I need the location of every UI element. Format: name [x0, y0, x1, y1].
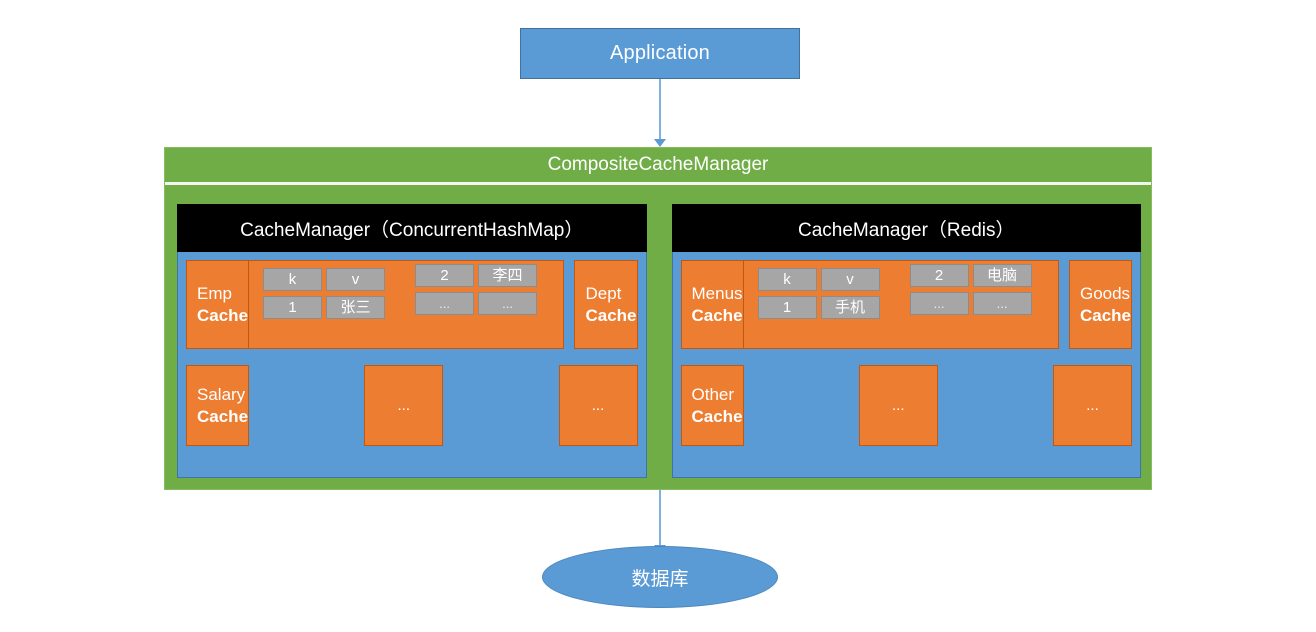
- cache-name-label: Other: [691, 384, 735, 404]
- kv-group-secondary: 2 电脑 ... ...: [909, 264, 1032, 315]
- application-box[interactable]: Application: [520, 28, 800, 79]
- manager-panels: CacheManager（ConcurrentHashMap） Emp Cach…: [177, 204, 1141, 478]
- cache-suffix-label: Cache: [585, 305, 637, 325]
- kv-cell-value-ellipsis: ...: [972, 292, 1032, 315]
- cache-box-other[interactable]: Other Cache: [680, 365, 744, 446]
- kv-cell-key: 2: [415, 264, 475, 287]
- kv-cell-key-header: k: [757, 268, 817, 291]
- cache-row-top-right: Menus Cache k v 1 手机: [680, 260, 1132, 349]
- cache-box-emp[interactable]: Emp Cache: [186, 260, 250, 349]
- composite-title-label: CompositeCacheManager: [547, 154, 769, 175]
- cache-row-bottom-left: Salary Cache ... ...: [186, 365, 638, 446]
- cache-manager-title-label: CacheManager（ConcurrentHashMap）: [240, 219, 584, 241]
- kv-group-primary: k v 1 手机: [757, 268, 880, 319]
- kv-cell-key-header: k: [263, 268, 323, 291]
- cache-box-goods[interactable]: Goods Cache: [1068, 260, 1132, 349]
- cache-suffix-label: Cache: [1079, 305, 1131, 325]
- cache-row-top-left: Emp Cache k v 1 张三: [186, 260, 638, 349]
- cache-box-salary[interactable]: Salary Cache: [186, 365, 250, 446]
- cache-box-placeholder[interactable]: ...: [364, 365, 444, 446]
- cache-suffix-label: Cache: [197, 406, 249, 426]
- kv-data-row: 1 张三: [263, 296, 386, 319]
- composite-cache-manager-title: CompositeCacheManager: [165, 148, 1151, 185]
- kv-group-primary: k v 1 张三: [263, 268, 386, 319]
- kv-cell-value: 手机: [820, 296, 880, 319]
- row-spacer: [744, 365, 859, 446]
- application-label: Application: [609, 42, 711, 64]
- kv-group-secondary: 2 李四 ... ...: [415, 264, 538, 315]
- cache-box-dept[interactable]: Dept Cache: [574, 260, 638, 349]
- cache-manager-panel-redis: CacheManager（Redis） Menus Cache k: [671, 204, 1141, 478]
- kv-data-row: 2 电脑: [909, 264, 1032, 287]
- cache-manager-panel-concurrenthashmap: CacheManager（ConcurrentHashMap） Emp Cach…: [177, 204, 647, 478]
- kv-cell-value-ellipsis: ...: [478, 292, 538, 315]
- cache-manager-body-redis: Menus Cache k v 1 手机: [671, 252, 1141, 478]
- row-spacer: [938, 365, 1053, 446]
- cache-suffix-label: Cache: [691, 406, 743, 426]
- database-label: 数据库: [631, 568, 689, 590]
- kv-cell-value: 李四: [478, 264, 538, 287]
- arrowhead-down-to-composite: [654, 139, 666, 147]
- cache-name-label: Menus: [691, 283, 743, 303]
- kv-table-menus: k v 1 手机 2: [743, 260, 1059, 349]
- cache-box-placeholder[interactable]: ...: [1053, 365, 1132, 446]
- kv-cell-key-ellipsis: ...: [909, 292, 969, 315]
- cache-name-label: Salary: [197, 384, 246, 404]
- kv-ellipsis-row: ... ...: [909, 292, 1032, 315]
- cache-row-bottom-right: Other Cache ... ...: [680, 365, 1132, 446]
- kv-cell-value-header: v: [326, 268, 386, 291]
- kv-cell-key: 1: [757, 296, 817, 319]
- kv-cell-value: 电脑: [972, 264, 1032, 287]
- connector-composite-to-database: [659, 490, 661, 548]
- cache-manager-body-concurrenthashmap: Emp Cache k v 1 张三: [177, 252, 647, 478]
- cache-box-menus[interactable]: Menus Cache: [680, 260, 744, 349]
- cache-name-label: Goods: [1079, 283, 1131, 303]
- kv-data-row: 1 手机: [757, 296, 880, 319]
- kv-cell-value: 张三: [326, 296, 386, 319]
- database-ellipse[interactable]: 数据库: [542, 546, 778, 608]
- cache-suffix-label: Cache: [691, 305, 743, 325]
- kv-ellipsis-row: ... ...: [415, 292, 538, 315]
- cache-name-label: Emp: [197, 283, 232, 303]
- kv-cell-value-header: v: [820, 268, 880, 291]
- kv-header-row: k v: [263, 268, 386, 291]
- cache-manager-title-redis: CacheManager（Redis）: [671, 204, 1141, 252]
- kv-header-row: k v: [757, 268, 880, 291]
- cache-manager-title-concurrenthashmap: CacheManager（ConcurrentHashMap）: [177, 204, 647, 252]
- kv-cell-key-ellipsis: ...: [415, 292, 475, 315]
- kv-table-emp: k v 1 张三 2: [249, 260, 565, 349]
- cache-box-placeholder[interactable]: ...: [558, 365, 638, 446]
- kv-cell-key: 2: [909, 264, 969, 287]
- row-spacer: [443, 365, 558, 446]
- cache-suffix-label: Cache: [197, 305, 249, 325]
- composite-cache-manager-container: CompositeCacheManager CacheManager（Concu…: [164, 147, 1152, 490]
- cache-name-label: Dept: [585, 283, 622, 303]
- cache-manager-title-label: CacheManager（Redis）: [798, 219, 1015, 241]
- kv-data-row: 2 李四: [415, 264, 538, 287]
- kv-cell-key: 1: [263, 296, 323, 319]
- connector-application-to-composite: [659, 79, 661, 141]
- cache-box-placeholder[interactable]: ...: [858, 365, 938, 446]
- row-spacer: [249, 365, 364, 446]
